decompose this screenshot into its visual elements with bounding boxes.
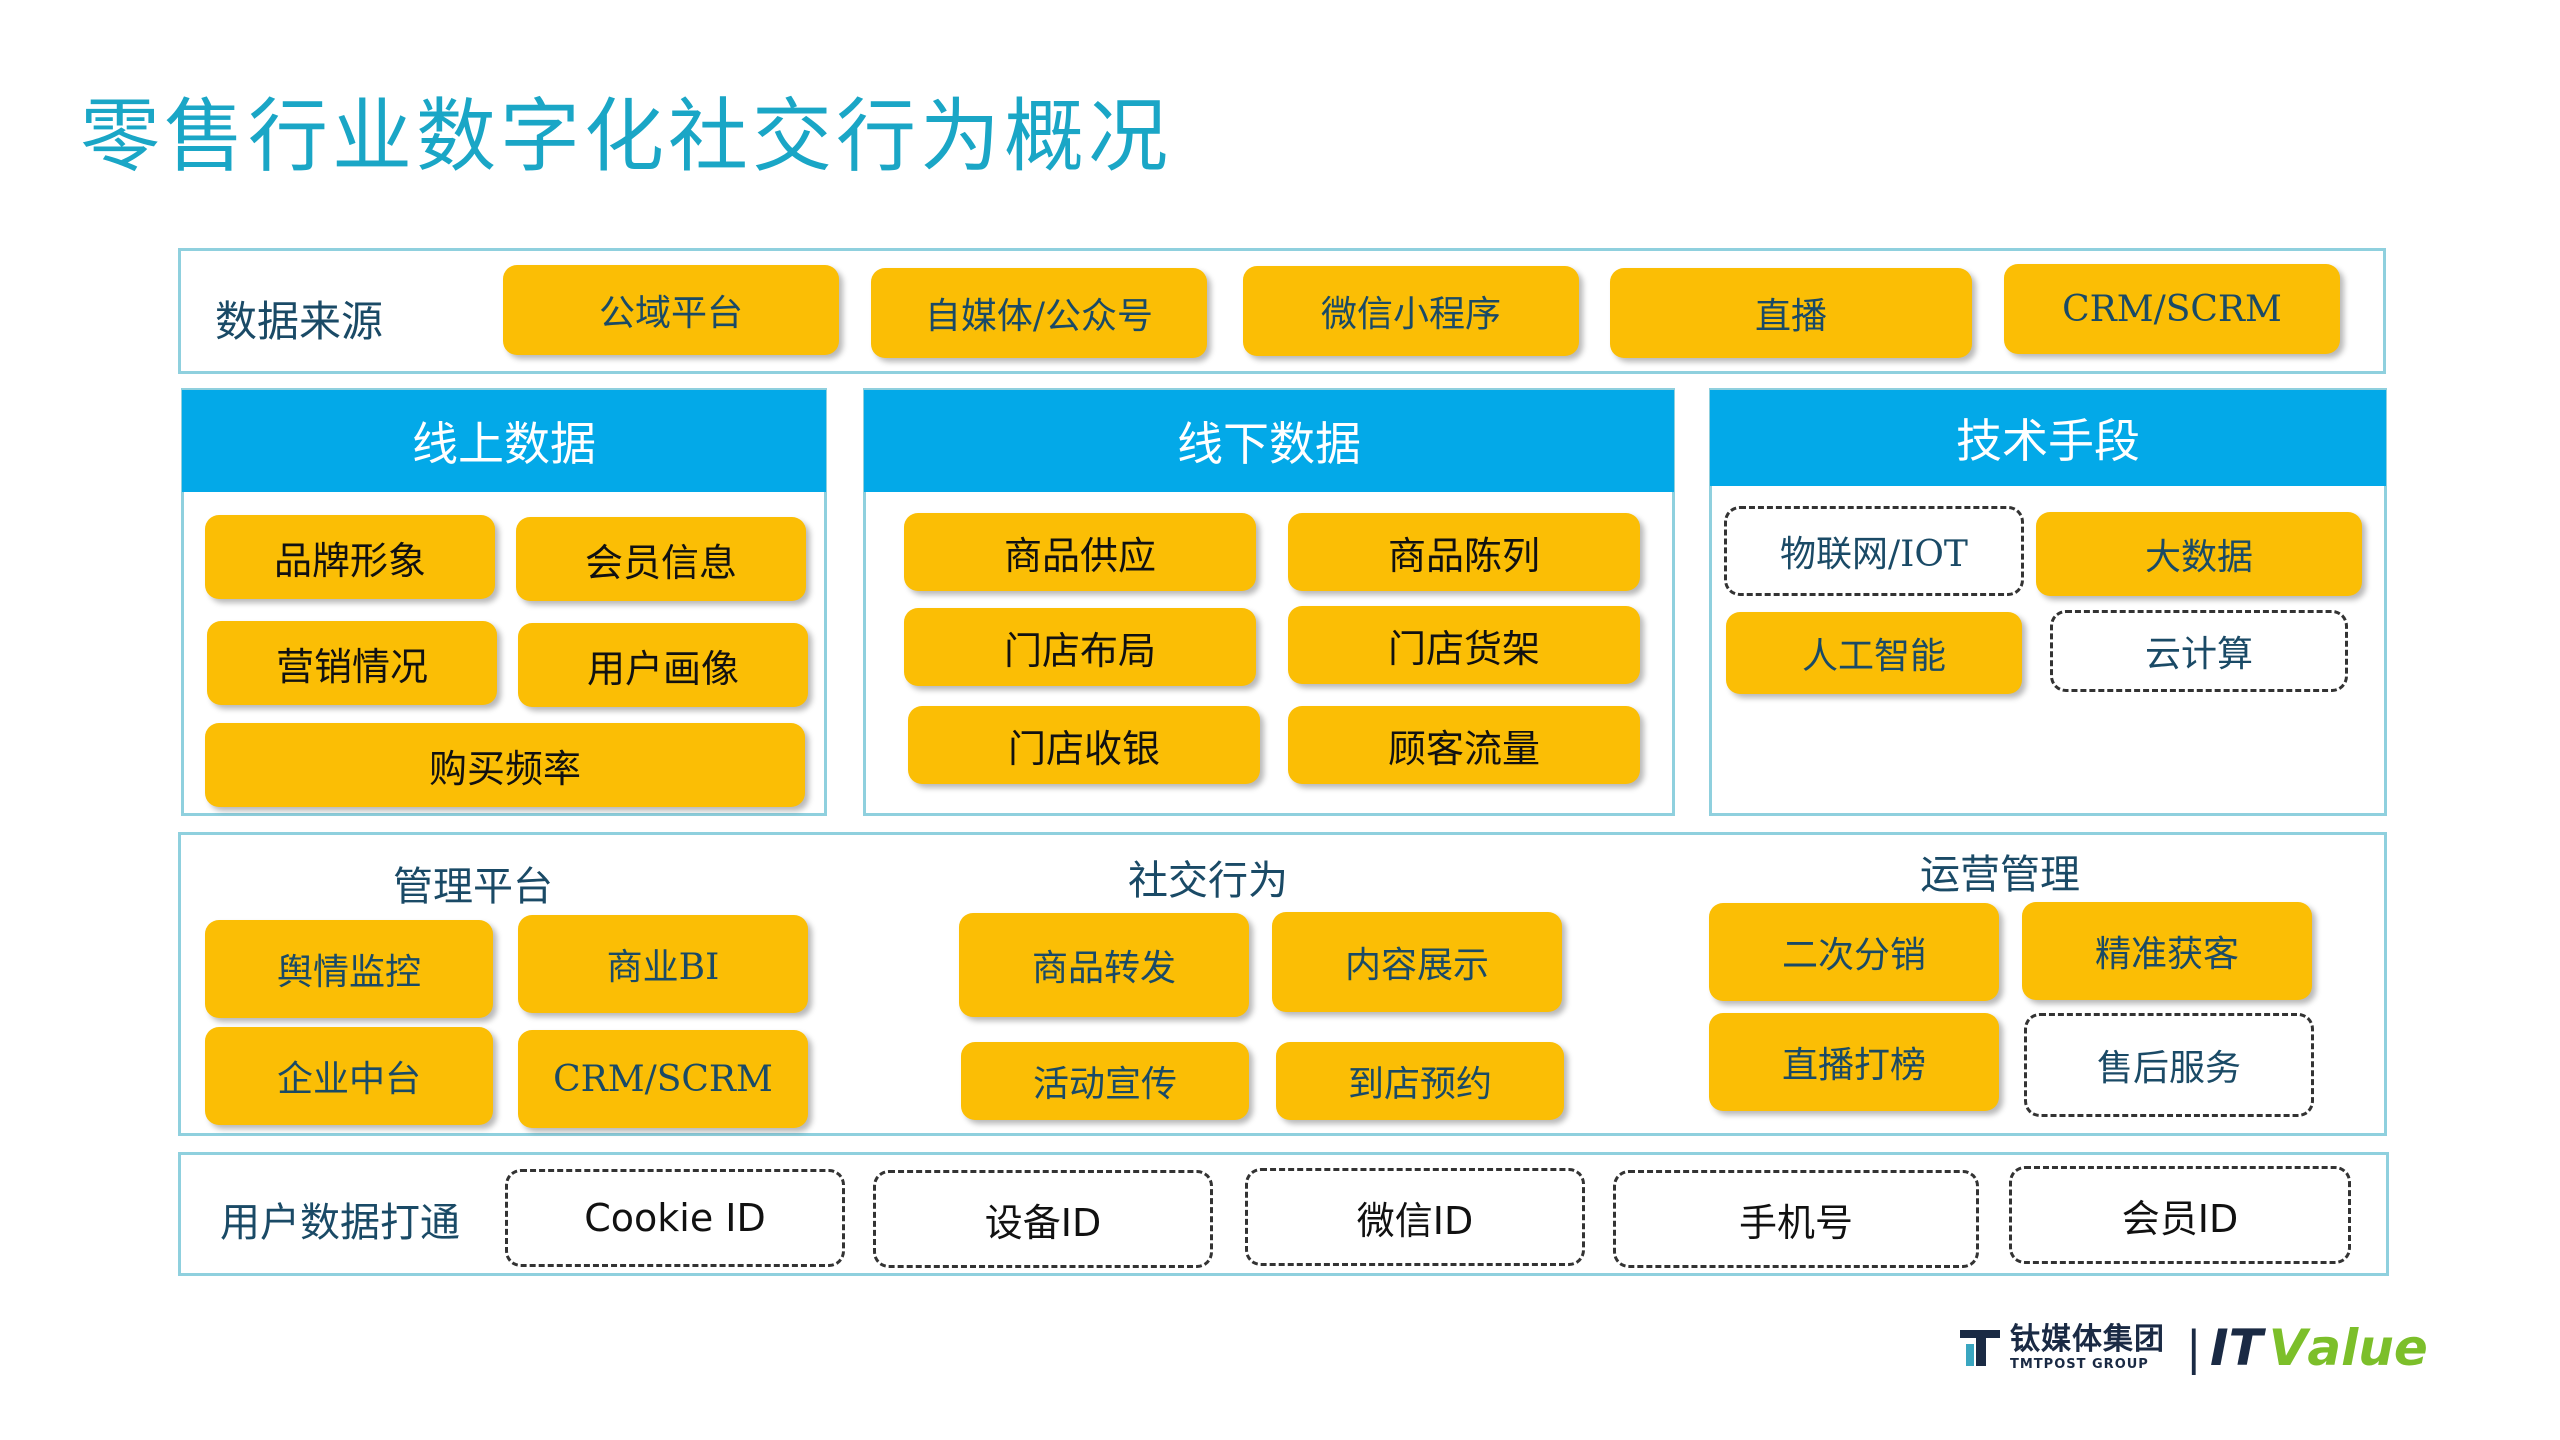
management-label: 管理平台 [393,864,553,910]
online-user-portrait[interactable]: 用户画像 [518,623,808,707]
itvalue-rest: alue [2307,1319,2428,1377]
mgmt-sentiment[interactable]: 舆情监控 [205,920,493,1018]
online-marketing[interactable]: 营销情况 [207,621,497,705]
social-forward[interactable]: 商品转发 [959,913,1249,1017]
tmtpost-brand-cn: 钛媒体集团 [2010,1322,2165,1357]
footer-divider: | [2186,1321,2202,1375]
offline-store-shelf[interactable]: 门店货架 [1288,606,1640,684]
itvalue-it: IT [2210,1319,2263,1377]
offline-supply[interactable]: 商品供应 [904,513,1256,591]
user-member-id[interactable]: 会员ID [2009,1166,2351,1264]
social-booking[interactable]: 到店预约 [1276,1042,1564,1120]
ops-distribution[interactable]: 二次分销 [1709,903,1999,1001]
mgmt-middle-office[interactable]: 企业中台 [205,1027,493,1125]
mgmt-crm[interactable]: CRM/SCRM [518,1030,808,1128]
online-data-header: 线上数据 [182,390,826,492]
tmtpost-mark-icon [1960,1330,2000,1366]
offline-store-layout[interactable]: 门店布局 [904,608,1256,686]
tech-big-data[interactable]: 大数据 [2036,512,2362,596]
ops-after-sales[interactable]: 售后服务 [2024,1013,2314,1117]
user-device-id[interactable]: 设备ID [873,1170,1213,1268]
tech-iot[interactable]: 物联网/IOT [1724,506,2024,596]
ops-live-ranking[interactable]: 直播打榜 [1709,1013,1999,1111]
online-purchase-frequency[interactable]: 购买频率 [205,723,805,807]
user-data-label: 用户数据打通 [220,1200,460,1246]
source-self-media[interactable]: 自媒体/公众号 [871,268,1207,358]
itvalue-logo: IT V alue [2210,1318,2428,1378]
source-live[interactable]: 直播 [1610,268,1972,358]
source-mini-program[interactable]: 微信小程序 [1243,266,1579,356]
tech-cloud[interactable]: 云计算 [2050,610,2348,692]
source-crm[interactable]: CRM/SCRM [2004,264,2340,354]
social-event[interactable]: 活动宣传 [961,1042,1249,1120]
user-wechat-id[interactable]: 微信ID [1245,1168,1585,1266]
tech-ai[interactable]: 人工智能 [1726,612,2022,694]
offline-customer-flow[interactable]: 顾客流量 [1288,706,1640,784]
tmtpost-brand-en: TMTPOST GROUP [2010,1357,2149,1372]
social-content[interactable]: 内容展示 [1272,912,1562,1012]
source-public-domain[interactable]: 公域平台 [503,265,839,355]
tech-header: 技术手段 [1710,390,2386,486]
social-label: 社交行为 [1128,858,1288,904]
user-phone[interactable]: 手机号 [1613,1170,1979,1268]
user-cookie-id[interactable]: Cookie ID [505,1169,845,1267]
offline-display[interactable]: 商品陈列 [1288,513,1640,591]
mgmt-bi[interactable]: 商业BI [518,915,808,1013]
page-title: 零售行业数字化社交行为概况 [80,90,1172,183]
ops-acquisition[interactable]: 精准获客 [2022,902,2312,1000]
online-member-info[interactable]: 会员信息 [516,517,806,601]
data-source-label: 数据来源 [215,297,384,346]
offline-data-header: 线下数据 [864,390,1674,492]
online-brand-image[interactable]: 品牌形象 [205,515,495,599]
itvalue-v: V [2268,1319,2308,1377]
tmtpost-logo: 钛媒体集团 TMTPOST GROUP [1956,1318,2165,1378]
operations-label: 运营管理 [1920,852,2080,898]
offline-store-cashier[interactable]: 门店收银 [908,706,1260,784]
